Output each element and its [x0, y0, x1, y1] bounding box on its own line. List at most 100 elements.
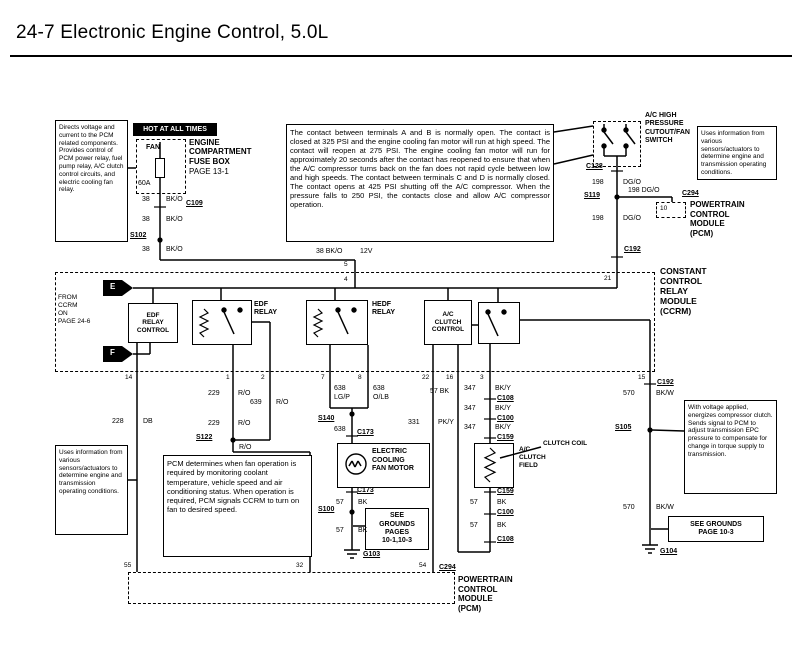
hot-at-all-times-banner: HOT AT ALL TIMES: [133, 123, 217, 136]
wire-label: 639: [250, 399, 262, 406]
pin-number: 4: [344, 276, 348, 283]
wire-label: DG/O: [623, 215, 641, 222]
wire-label: 57: [336, 499, 344, 506]
wire-label: 228: [112, 418, 124, 425]
wire-label: 638: [334, 385, 346, 392]
wire-label: 38: [142, 216, 150, 223]
wire-label: BK/O: [166, 246, 183, 253]
connector-splice-label: C159: [497, 434, 514, 441]
wire-label: 198 DG/O: [628, 187, 660, 194]
pin-number: 1: [226, 374, 230, 381]
wire-label: 38: [142, 246, 150, 253]
component-box: [337, 443, 430, 488]
wire-label: 638: [373, 385, 385, 392]
wire-label: BK/Y: [495, 385, 511, 392]
dashed-component-box: [136, 139, 186, 194]
wire-label: BK/W: [656, 390, 674, 397]
note-fan-operation: PCM determines when fan operation is req…: [163, 455, 312, 557]
component-box: [192, 300, 252, 345]
callout-pcm-bottom: Uses information from various sensors/ac…: [55, 445, 128, 535]
wire-label: BK: [358, 499, 368, 506]
wire-label: O/LB: [373, 394, 389, 401]
clutch-coil-label: CLUTCH COIL: [543, 440, 588, 447]
wire-label: R/O: [238, 420, 251, 427]
wire-label: 570: [623, 390, 635, 397]
pin-number: 10: [660, 205, 668, 212]
connector-splice-label: G104: [660, 548, 678, 555]
wire-label: 38: [142, 196, 150, 203]
pin-number: 2: [261, 374, 265, 381]
hedf-relay-label: HEDF RELAY: [372, 301, 396, 317]
component-box: [155, 158, 165, 178]
edf-relay-control-box: EDF RELAY CONTROL: [128, 303, 178, 343]
wire-label: 57: [470, 499, 478, 506]
wire-label: 60A: [138, 180, 151, 187]
wire-label: FAN: [146, 144, 160, 151]
dashed-component-box: [656, 202, 686, 218]
wire-label: BK/O: [166, 216, 183, 223]
callout-clutch-voltage: With voltage applied, energizes compress…: [684, 400, 777, 494]
connector-splice-label: C192: [657, 379, 674, 386]
wire-label: BK/O: [166, 196, 183, 203]
page-title: 24-7 Electronic Engine Control, 5.0L: [16, 22, 329, 43]
pin-number: 3: [480, 374, 484, 381]
wire-label: 198: [592, 215, 604, 222]
connector-splice-label: C294: [682, 190, 699, 197]
connector-splice-label: C128: [586, 163, 603, 170]
wire-label: BK/Y: [495, 424, 511, 431]
component-box: [478, 302, 520, 344]
dashed-component-box: [128, 572, 455, 604]
pin-number: 7: [321, 374, 325, 381]
wire-label: 347: [464, 385, 476, 392]
connector-splice-label: C173: [357, 487, 374, 494]
wire-label: 198: [592, 179, 604, 186]
connector-splice-label: S140: [318, 415, 335, 422]
pressure-switch-label: A/C HIGH PRESSURE CUTOUT/FAN SWITCH: [645, 112, 690, 144]
wire-label: 38 BK/O: [316, 248, 343, 255]
connector-splice-label: C108: [497, 536, 514, 543]
fuse-box-label: ENGINE COMPARTMENT FUSE BOX: [189, 138, 252, 166]
from-ccrm-offpage-label: FROM CCRM ON PAGE 24-6: [58, 294, 91, 325]
wire-label: R/O: [276, 399, 289, 406]
wire-label: PK/Y: [438, 419, 454, 426]
connector-splice-label: C294: [439, 564, 456, 571]
wire-label: 229: [208, 390, 220, 397]
offpage-arrow-letter: E: [110, 282, 116, 291]
wire-label: 638: [334, 426, 346, 433]
wire-label: R/O: [238, 390, 251, 397]
pin-number: 55: [124, 562, 132, 569]
wire-label: 57 BK: [430, 388, 450, 395]
component-box: [474, 443, 514, 488]
connector-splice-label: S122: [196, 434, 213, 441]
connector-splice-label: C192: [624, 246, 641, 253]
connector-splice-label: C173: [357, 429, 374, 436]
connector-splice-label: C100: [497, 509, 514, 516]
wire-label: DB: [143, 418, 153, 425]
wire-label: 12V: [360, 248, 373, 255]
ac-clutch-control-box: A/C CLUTCH CONTROL: [424, 300, 472, 345]
note-pressure-switch-operation: The contact between terminals A and B is…: [286, 124, 554, 242]
callout-pcm-top: Uses information from various sensors/ac…: [697, 126, 777, 180]
wire-label: 570: [623, 504, 635, 511]
connector-splice-label: C108: [497, 395, 514, 402]
pcm-top-label: POWERTRAIN CONTROL MODULE (PCM): [690, 200, 745, 238]
wire-label: R/O: [239, 444, 252, 451]
wire-label: 57: [336, 527, 344, 534]
edf-relay-label: EDF RELAY: [254, 301, 278, 317]
ccrm-label: CONSTANT CONTROL RELAY MODULE (CCRM): [660, 266, 707, 316]
pcm-bottom-label: POWERTRAIN CONTROL MODULE (PCM): [458, 575, 513, 613]
connector-splice-label: C109: [186, 200, 203, 207]
pin-number: 21: [604, 275, 612, 282]
pin-number: 14: [125, 374, 133, 381]
callout-power-description: Directs voltage and current to the PCM r…: [55, 120, 128, 242]
pin-number: 22: [422, 374, 430, 381]
connector-splice-label: G103: [363, 551, 381, 558]
wire-label: LG/P: [334, 394, 350, 401]
see-grounds-box-1: SEE GROUNDS PAGES 10-1,10-3: [365, 508, 429, 550]
wire-label: 331: [408, 419, 420, 426]
see-grounds-box-2: SEE GROUNDS PAGE 10-3: [668, 516, 764, 542]
pin-number: 32: [296, 562, 304, 569]
wire-label: BK: [358, 527, 368, 534]
